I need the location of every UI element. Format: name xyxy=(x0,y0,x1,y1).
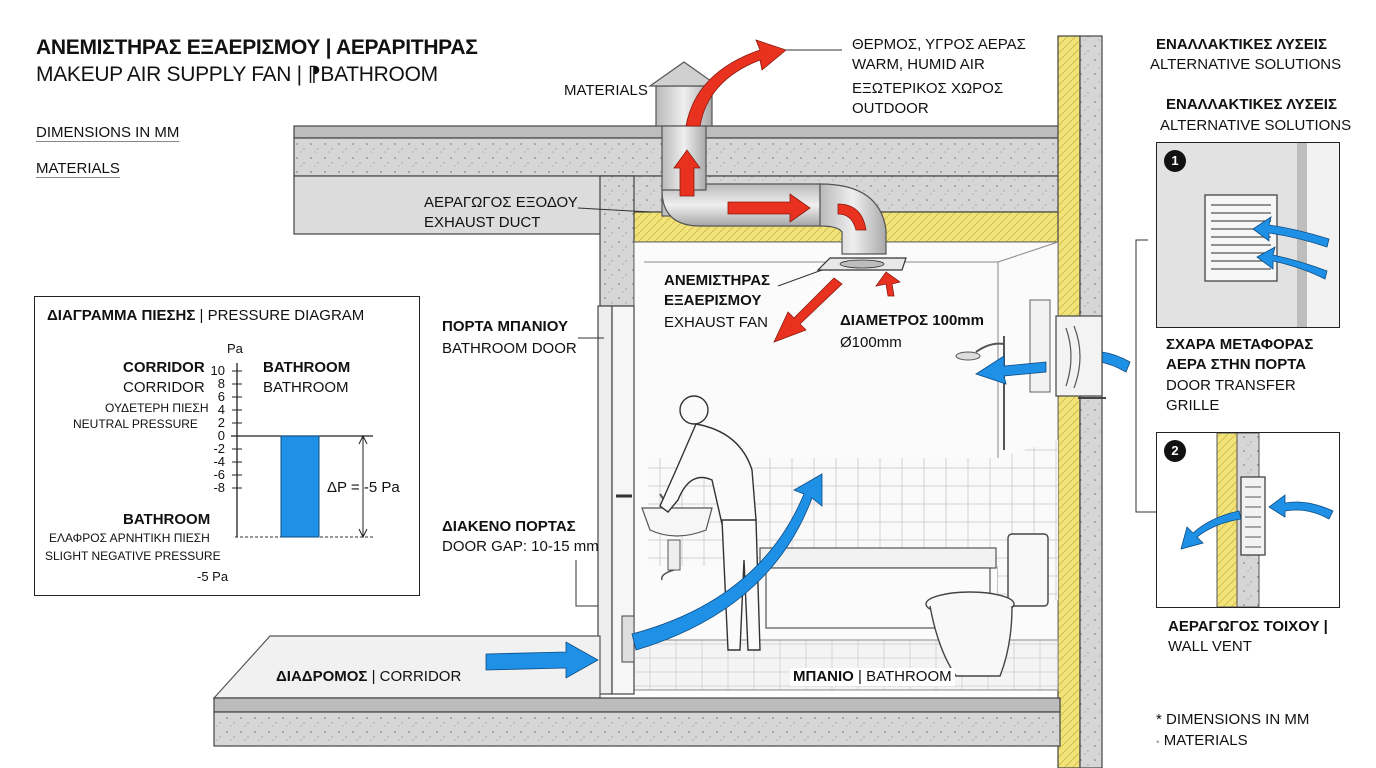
pressure-tick-label: -8 xyxy=(213,480,225,495)
alt-option1-panel: 1 xyxy=(1156,142,1340,328)
door-label-greek: ΠΟΡΤΑ ΜΠΑΝΙΟΥ xyxy=(442,318,568,335)
pressure-tick-label: 10 xyxy=(210,363,225,378)
pressure-unit: Pa xyxy=(227,341,243,356)
pressure-tick-label: 6 xyxy=(217,389,225,404)
alt-option2-number: 2 xyxy=(1171,443,1179,458)
bathroom-room xyxy=(633,241,1059,691)
alt-option1-number: 1 xyxy=(1171,153,1179,168)
materials-note: MATERIALS xyxy=(36,160,120,177)
outdoor-materials-label: MATERIALS xyxy=(564,82,648,99)
wall-grille xyxy=(1055,315,1106,399)
alt-option1-english-1: DOOR TRANSFER xyxy=(1166,377,1296,394)
alt-option2-greek: ΑΕΡΑΓΩΓΟΣ ΤΟΙΧΟΥ | xyxy=(1168,618,1328,635)
pressure-delta: ΔP = -5 Pa xyxy=(327,479,400,496)
outdoor-english: OUTDOOR xyxy=(852,100,929,117)
supply-air-arrows xyxy=(485,351,1131,679)
door-transfer-grille-illustration xyxy=(1157,143,1339,327)
wall-vent-illustration xyxy=(1164,433,1334,607)
alt-option1-greek-1: ΣΧΑΡΑ ΜΕΤΑΦΟΡΑΣ xyxy=(1166,336,1314,353)
alt-sub-english: ALTERNATIVE SOLUTIONS xyxy=(1160,117,1352,134)
fan-label-english: EXHAUST FAN xyxy=(664,314,768,331)
pressure-bar xyxy=(280,435,320,538)
fan-diameter-value: Ø100mm xyxy=(840,334,902,351)
duct-label-english: EXHAUST DUCT xyxy=(424,214,541,231)
bathroom-label: ΜΠΑΝΙΟ | BATHROOM xyxy=(790,668,955,686)
fan-label-greek-1: ΑΝΕΜΙΣΤΗΡΑΣ xyxy=(664,272,771,289)
door-gap-english: DOOR GAP: 10-15 mm xyxy=(442,538,599,555)
pressure-neutral-greek: ΟΥΔΕΤΕΡΗ ΠΙΕΣΗ xyxy=(105,401,209,415)
door-gap-greek: ΔΙΑΚΕΝΟ ΠΟΡΤΑΣ xyxy=(442,518,576,535)
floor-slab xyxy=(213,697,1061,747)
pressure-bathroom-bold: BATHROOM xyxy=(263,359,351,376)
pressure-tick-label: -6 xyxy=(213,467,225,482)
warm-air-greek: ΘΕΡΜΟΣ, ΥΓΡΟΣ ΑΕΡΑΣ xyxy=(852,36,1026,53)
footer-materials-text: MATERIALS xyxy=(1163,732,1248,749)
pressure-corridor-plain: CORRIDOR xyxy=(123,379,205,396)
pressure-negative-english: SLIGHT NEGATIVE PRESSURE xyxy=(45,549,221,563)
corridor-label-greek: ΔΙΑΔΡΟΜΟΣ xyxy=(276,668,368,685)
bathroom-door xyxy=(597,305,635,695)
pressure-tick-label: 2 xyxy=(217,415,225,430)
pressure-bathroom-plain: BATHROOM xyxy=(263,379,349,396)
bathroom-label-english: | BATHROOM xyxy=(858,668,952,685)
pressure-tick-label: -4 xyxy=(213,454,225,469)
alt-heading-greek: ΕΝΑΛΛΑΚΤΙΚΕΣ ΛΥΣΕΙΣ xyxy=(1156,36,1327,53)
pressure-tick-label: 4 xyxy=(217,402,225,417)
bathroom-label-greek: ΜΠΑΝΙΟ xyxy=(793,668,854,685)
alt-heading-english: ALTERNATIVE SOLUTIONS xyxy=(1150,56,1342,73)
footer-dimensions-note: * DIMENSIONS IN MM xyxy=(1156,711,1310,728)
corridor-label: ΔΙΑΔΡΟΜΟΣ | CORRIDOR xyxy=(276,668,461,686)
alt-option1-english-2: GRILLE xyxy=(1166,397,1220,414)
alt-option1-greek-2: ΑΕΡΑ ΣΤΗΝ ΠΟΡΤΑ xyxy=(1166,356,1307,373)
alt-sub-greek: ΕΝΑΛΛΑΚΤΙΚΕΣ ΛΥΣΕΙΣ xyxy=(1166,96,1337,113)
outdoor-greek: ΕΞΩΤΕΡΙΚΟΣ ΧΩΡΟΣ xyxy=(852,80,1004,97)
pressure-tick-label: 8 xyxy=(217,376,225,391)
warm-air-english: WARM, HUMID AIR xyxy=(852,56,985,73)
title-greek: ΑΝΕΜΙΣΤΗΡΑΣ ΕΞΑΕΡΙΣΜΟΥ | ΑΕΡΑΡΙΤΗΡΑΣ xyxy=(36,36,478,59)
pressure-negative-greek: ΕΛΑΦΡΟΣ ΑΡΝΗΤΙΚΗ ΠΙΕΣΗ xyxy=(49,531,210,545)
duct-label-greek: ΑΕΡΑΓΩΓΟΣ ΕΞΟΔΟΥ xyxy=(424,194,578,211)
exterior-wall xyxy=(1057,35,1103,768)
corridor-label-english: | CORRIDOR xyxy=(371,668,462,685)
pressure-diagram: ΔΙΑΓΡΑΜΜΑ ΠΙΕΣΗΣ | PRESSURE DIAGRAM Pa 1… xyxy=(34,296,420,596)
door-label-english: BATHROOM DOOR xyxy=(442,340,577,357)
fan-diameter-greek: ΔΙΑΜΕΤΡΟΣ 100mm xyxy=(840,312,984,329)
pressure-title-english: | PRESSURE DIAGRAM xyxy=(199,307,365,324)
pressure-title-greek: ΔΙΑΓΡΑΜΜΑ ΠΙΕΣΗΣ xyxy=(47,307,196,324)
partition-wall xyxy=(599,175,635,307)
pressure-neutral-english: NEUTRAL PRESSURE xyxy=(73,417,198,431)
fan-label-greek-2: ΕΞΑΕΡΙΣΜΟΥ xyxy=(664,292,762,309)
alt-option2-english: WALL VENT xyxy=(1168,638,1252,655)
leader-lines xyxy=(575,207,1156,607)
footer-materials-note: ▪ MATERIALS xyxy=(1156,732,1248,749)
exhaust-air-arrows xyxy=(673,39,901,343)
pressure-tick-label: -2 xyxy=(213,441,225,456)
pressure-negative-value: -5 Pa xyxy=(197,569,229,584)
pressure-title: ΔΙΑΓΡΑΜΜΑ ΠΙΕΣΗΣ | PRESSURE DIAGRAM xyxy=(47,307,364,325)
pressure-bathroom-label: BATHROOM xyxy=(123,511,211,528)
pressure-tick-label: 0 xyxy=(217,428,225,443)
alt-option2-panel: 2 xyxy=(1156,432,1340,608)
title-english: MAKEUP AIR SUPPLY FAN | ⁋BATHROOM xyxy=(36,63,438,86)
pressure-corridor-bold: CORRIDOR xyxy=(123,359,205,376)
dimensions-note: DIMENSIONS IN MM xyxy=(36,124,180,141)
pressure-axes xyxy=(231,363,373,539)
